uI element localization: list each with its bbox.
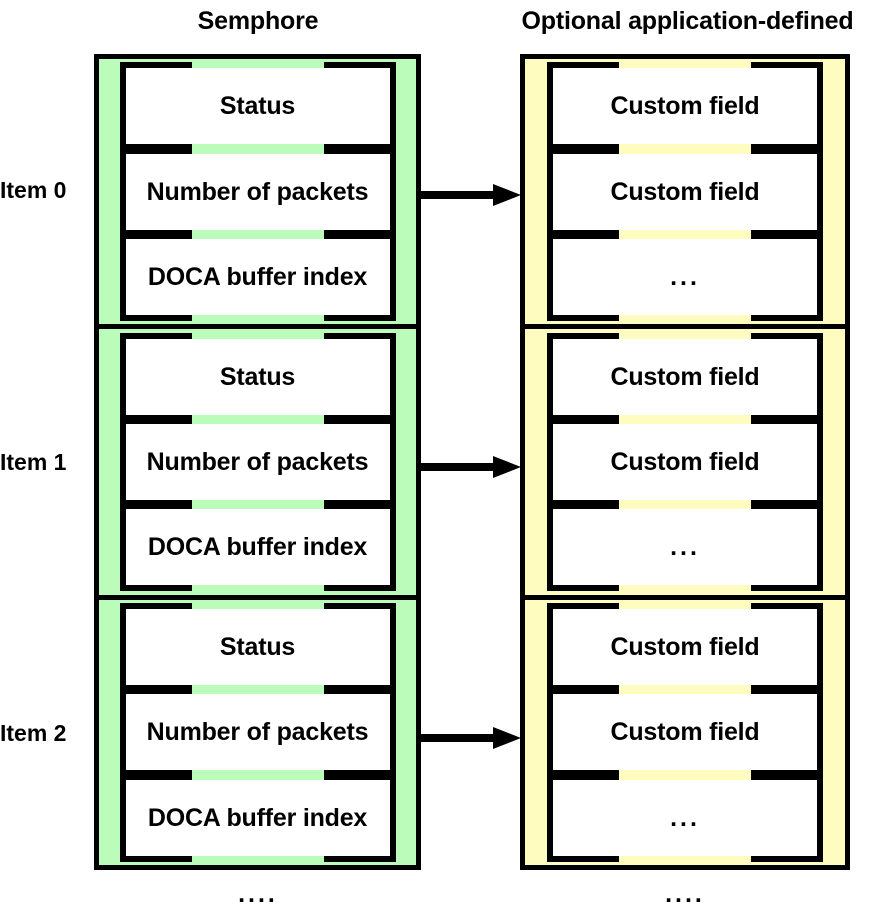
field-label: Custom field [610,92,760,121]
optional-column-continuation-dots: .... [665,880,705,908]
field-label: ... [670,533,700,562]
arrow-head [493,184,521,206]
column-header-optional: Optional application-defined [521,7,854,35]
row-label-item-2: Item 2 [0,720,67,746]
arrow-head [493,456,521,478]
optional-application-defined-column: Custom field Custom field ... Custom fie… [520,54,850,870]
optional-field-ellipsis-0[interactable]: ... [547,232,823,321]
field-label: DOCA buffer index [147,262,368,291]
optional-field-custom-1-1[interactable]: Custom field [547,417,823,506]
column-header-semaphore: Semphore [197,7,319,35]
semaphore-column: Status Number of packets DOCA buffer ind… [94,54,421,870]
field-label: DOCA buffer index [147,533,368,562]
optional-field-custom-0-0[interactable]: Custom field [547,62,823,151]
semaphore-item-row-1: Status Number of packets DOCA buffer ind… [99,324,416,594]
semaphore-field-status-1[interactable]: Status [119,332,396,421]
field-label: Number of packets [146,718,369,747]
field-label: Custom field [610,362,760,391]
field-label: Custom field [610,632,760,661]
optional-item-row-1: Custom field Custom field ... [525,324,845,594]
semaphore-item-row-2: Status Number of packets DOCA buffer ind… [99,594,416,865]
field-label: ... [670,803,700,832]
optional-item-row-0: Custom field Custom field ... [525,59,845,324]
row-label-item-1: Item 1 [0,449,67,475]
optional-field-ellipsis-2[interactable]: ... [547,773,823,862]
optional-field-ellipsis-1[interactable]: ... [547,503,823,592]
arrow-icon-item-0 [419,184,521,206]
optional-field-custom-0-1[interactable]: Custom field [547,147,823,236]
arrow-shaft [419,734,497,742]
arrow-icon-item-1 [419,456,521,478]
field-label: DOCA buffer index [147,803,368,832]
field-label: Custom field [610,447,760,476]
optional-field-custom-2-0[interactable]: Custom field [547,602,823,691]
optional-field-custom-2-1[interactable]: Custom field [547,688,823,777]
field-label: Status [219,92,296,121]
field-label: Number of packets [146,177,369,206]
arrow-head [493,727,521,749]
field-label: Custom field [610,177,760,206]
field-label: Status [219,632,296,661]
arrow-icon-item-2 [419,727,521,749]
semaphore-field-number-of-packets-2[interactable]: Number of packets [119,688,396,777]
semaphore-item-row-0: Status Number of packets DOCA buffer ind… [99,59,416,324]
semaphore-field-number-of-packets-1[interactable]: Number of packets [119,417,396,506]
semaphore-field-doca-buffer-index-2[interactable]: DOCA buffer index [119,773,396,862]
arrow-shaft [419,463,497,471]
semaphore-column-continuation-dots: .... [238,880,278,908]
semaphore-field-status-0[interactable]: Status [119,62,396,151]
field-label: Status [219,362,296,391]
row-label-item-0: Item 0 [0,177,67,203]
semaphore-field-number-of-packets-0[interactable]: Number of packets [119,147,396,236]
field-label: ... [670,262,700,291]
field-label: Number of packets [146,447,369,476]
semaphore-field-doca-buffer-index-0[interactable]: DOCA buffer index [119,232,396,321]
optional-field-custom-1-0[interactable]: Custom field [547,332,823,421]
semaphore-field-status-2[interactable]: Status [119,602,396,691]
arrow-shaft [419,191,497,199]
semaphore-field-doca-buffer-index-1[interactable]: DOCA buffer index [119,503,396,592]
field-label: Custom field [610,718,760,747]
optional-item-row-2: Custom field Custom field ... [525,594,845,865]
